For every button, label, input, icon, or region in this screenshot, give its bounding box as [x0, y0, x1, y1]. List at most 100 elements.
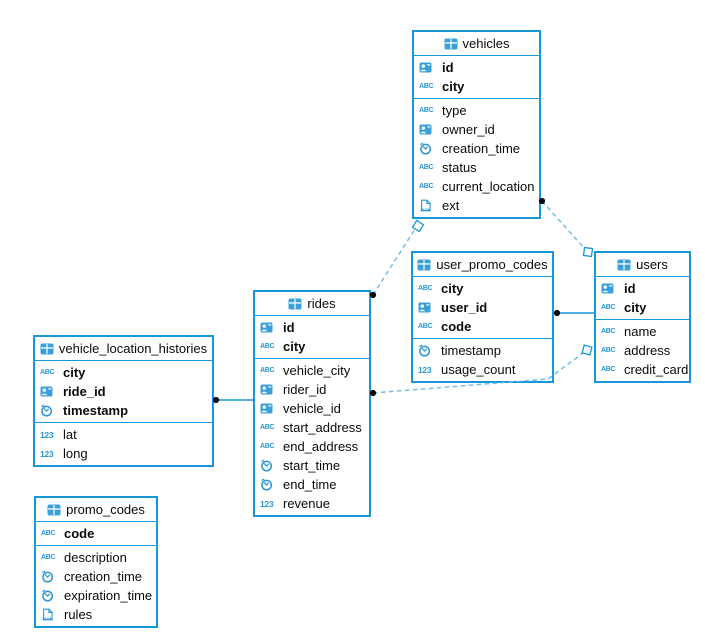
- column-label: city: [63, 365, 86, 380]
- id-badge-type-icon: [260, 402, 279, 415]
- table-header-rides[interactable]: rides: [255, 292, 369, 316]
- column-label: city: [442, 79, 465, 94]
- relation-diamond-rides-vehicles: [411, 219, 425, 233]
- column-rides-start_time[interactable]: start_time: [255, 456, 369, 475]
- column-label: city: [624, 300, 647, 315]
- column-users-credit_card[interactable]: ABC credit_card: [596, 360, 689, 379]
- abc-string-type-icon: ABC: [418, 323, 433, 330]
- column-label: description: [64, 550, 127, 565]
- json-type-icon: JSON: [419, 199, 438, 212]
- column-rides-vehicle_id[interactable]: vehicle_id: [255, 399, 369, 418]
- id-badge-type-icon: [40, 385, 59, 398]
- column-label: rider_id: [283, 382, 327, 397]
- abc-string-type-icon: ABC: [41, 554, 56, 561]
- table-header-users[interactable]: users: [596, 253, 689, 277]
- abc-string-type-icon: ABC: [601, 366, 616, 373]
- abc-string-type-icon: ABC: [40, 369, 55, 376]
- table-name: user_promo_codes: [436, 257, 548, 272]
- column-promo_codes-description[interactable]: ABC description: [36, 548, 156, 567]
- number-123-type-icon: 123: [418, 364, 432, 375]
- column-users-id[interactable]: id: [596, 279, 689, 298]
- column-rides-vehicle_city[interactable]: ABC vehicle_city: [255, 361, 369, 380]
- column-promo_codes-creation_time[interactable]: creation_time: [36, 567, 156, 586]
- timestamp-clock-type-icon: [41, 570, 60, 583]
- column-label: code: [64, 526, 95, 541]
- abc-string-type-icon: ABC: [601, 328, 616, 335]
- column-label: owner_id: [442, 122, 495, 137]
- table-header-vehicles[interactable]: vehicles: [414, 32, 539, 56]
- columns-section: timestamp 123 usage_count: [413, 338, 552, 381]
- table-name: rides: [307, 296, 336, 311]
- column-vehicles-id[interactable]: id: [414, 58, 539, 77]
- column-user_promo_codes-usage_count[interactable]: 123 usage_count: [413, 360, 552, 379]
- column-promo_codes-expiration_time[interactable]: expiration_time: [36, 586, 156, 605]
- column-vehicles-owner_id[interactable]: owner_id: [414, 120, 539, 139]
- column-label: name: [624, 324, 657, 339]
- connection-rides-vehicles[interactable]: [372, 228, 416, 296]
- column-label: type: [442, 103, 467, 118]
- id-badge-type-icon: [260, 383, 279, 396]
- column-label: usage_count: [441, 362, 516, 377]
- table-header-promo_codes[interactable]: promo_codes: [36, 498, 156, 522]
- column-label: vehicle_city: [283, 363, 351, 378]
- relation-diamond-vehicles-users: [582, 246, 594, 258]
- abc-string-type-icon: ABC: [260, 443, 275, 450]
- column-user_promo_codes-user_id[interactable]: user_id: [413, 298, 552, 317]
- id-badge-type-icon: [419, 123, 438, 136]
- column-label: credit_card: [624, 362, 689, 377]
- column-label: id: [442, 60, 454, 75]
- column-user_promo_codes-timestamp[interactable]: timestamp: [413, 341, 552, 360]
- column-rides-rider_id[interactable]: rider_id: [255, 380, 369, 399]
- id-badge-type-icon: [419, 61, 438, 74]
- column-label: creation_time: [442, 141, 521, 156]
- column-label: ride_id: [63, 384, 106, 399]
- column-users-name[interactable]: ABC name: [596, 322, 689, 341]
- timestamp-clock-type-icon: [40, 404, 59, 417]
- column-label: city: [283, 339, 306, 354]
- abc-string-type-icon: ABC: [260, 424, 275, 431]
- table-header-vehicle_location_histories[interactable]: vehicle_location_histories: [35, 337, 212, 361]
- connection-vehicles-users[interactable]: [541, 200, 586, 250]
- column-rides-end_time[interactable]: end_time: [255, 475, 369, 494]
- abc-string-type-icon: ABC: [260, 367, 275, 374]
- timestamp-clock-type-icon: [418, 344, 437, 357]
- column-vehicle_location_histories-city[interactable]: ABC city: [35, 363, 212, 382]
- column-label: expiration_time: [64, 588, 153, 603]
- column-vehicles-creation_time[interactable]: creation_time: [414, 139, 539, 158]
- column-vehicle_location_histories-timestamp[interactable]: timestamp: [35, 401, 212, 420]
- id-badge-type-icon: [601, 282, 620, 295]
- column-label: timestamp: [441, 343, 501, 358]
- table-header-user_promo_codes[interactable]: user_promo_codes: [413, 253, 552, 277]
- column-rides-id[interactable]: id: [255, 318, 369, 337]
- column-vehicle_location_histories-ride_id[interactable]: ride_id: [35, 382, 212, 401]
- column-label: revenue: [283, 496, 330, 511]
